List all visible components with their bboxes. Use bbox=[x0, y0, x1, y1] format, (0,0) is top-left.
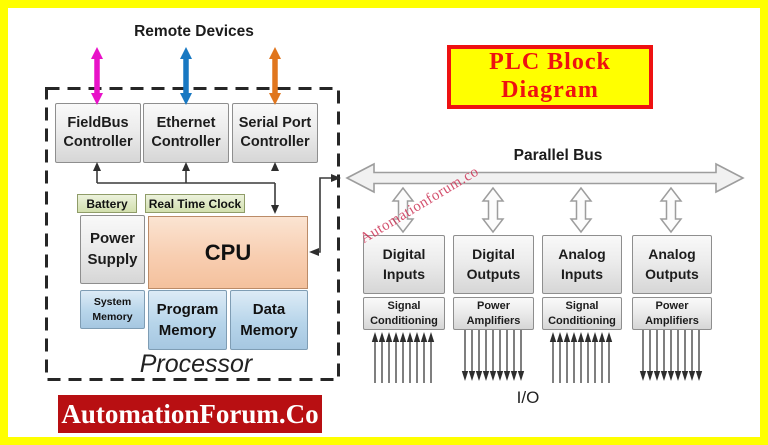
processor-label: Processor bbox=[139, 350, 253, 378]
wiring-group-output-3 bbox=[639, 330, 703, 381]
remote-devices-label: Remote Devices bbox=[134, 23, 254, 40]
wiring-group-input-2 bbox=[549, 332, 613, 383]
analog-inputs-box: Analog Inputs bbox=[542, 235, 622, 294]
power-amplifiers-box-1: Power Amplifiers bbox=[453, 297, 534, 330]
analog-outputs-box: Analog Outputs bbox=[632, 235, 712, 294]
digital-outputs-box: Digital Outputs bbox=[453, 235, 534, 294]
parallel-bus-label: Parallel Bus bbox=[513, 147, 603, 164]
signal-conditioning-box-1: Signal Conditioning bbox=[363, 297, 445, 330]
wiring-group-input-0 bbox=[371, 332, 435, 383]
battery-box: Battery bbox=[77, 194, 137, 213]
data-memory-box: Data Memory bbox=[230, 290, 308, 350]
power-supply-box: Power Supply bbox=[80, 215, 145, 284]
ethernet-controller-box: Ethernet Controller bbox=[143, 103, 229, 163]
automationforum-banner: AutomationForum.Co bbox=[58, 395, 322, 433]
serial-port-controller-box: Serial Port Controller bbox=[232, 103, 318, 163]
diagram-title-box: PLC Block Diagram bbox=[447, 45, 653, 109]
ethernet-remote-arrow-icon bbox=[180, 47, 192, 105]
field-wiring-arrows bbox=[371, 330, 703, 383]
fieldbus-remote-arrow-icon bbox=[91, 47, 103, 105]
fieldbus-controller-box: FieldBus Controller bbox=[55, 103, 141, 163]
digital-inputs-box: Digital Inputs bbox=[363, 235, 445, 294]
serial-remote-arrow-icon bbox=[269, 47, 281, 105]
io-label: I/O bbox=[516, 388, 540, 407]
signal-conditioning-box-2: Signal Conditioning bbox=[542, 297, 622, 330]
wiring-group-output-1 bbox=[461, 330, 525, 381]
program-memory-box: Program Memory bbox=[148, 290, 227, 350]
system-memory-box: System Memory bbox=[80, 290, 145, 329]
parallel-bus-arrow bbox=[345, 162, 745, 194]
real-time-clock-box: Real Time Clock bbox=[145, 194, 245, 213]
cpu-box: CPU bbox=[148, 216, 308, 289]
power-amplifiers-box-2: Power Amplifiers bbox=[632, 297, 712, 330]
